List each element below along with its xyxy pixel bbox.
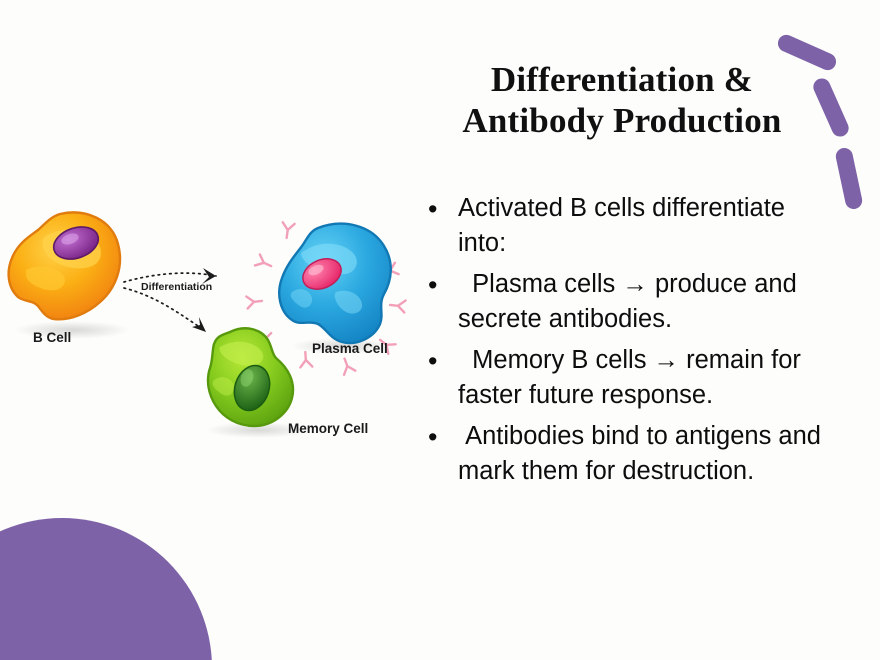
plasma-cell-shadow [291,338,395,354]
antibody-icon [245,295,264,310]
antibody-icon [342,357,357,376]
plasma-cell-label: Plasma Cell [312,341,388,356]
list-item: • Activated B cells differentiate into: [428,191,840,261]
arrowhead-plasma-icon [202,268,216,284]
illustration-svg [7,211,407,438]
bullet-marker-icon: • [428,422,438,452]
bullet-marker-icon: • [428,194,438,224]
bullet-text: Activated B cells differentiate into: [458,194,793,257]
bullet-text: Memory B cells → remain for faster futur… [458,346,809,409]
plasma-cell-graphic [278,222,392,345]
memory-cell-label: Memory Cell [288,421,369,436]
decorative-circle [0,518,212,660]
slide-title-line-1: Differentiation & [490,60,754,99]
cell-differentiation-illustration [0,196,420,464]
bullet-text: Plasma cells → produce and secrete antib… [458,270,804,333]
antibody-icon [281,221,296,240]
differentiation-label: Differentiation [141,281,213,293]
b-cell-nucleus [52,226,100,260]
arrow-path-to-plasma [123,272,217,283]
antibody-icon [378,338,397,356]
memory-cell-graphic [206,327,295,428]
slide-title: Differentiation & Antibody Production [412,60,832,142]
b-cell-graphic [7,211,122,321]
b-cell-label: B Cell [33,330,72,345]
bullet-text: Antibodies bind to antigens and mark the… [458,422,829,485]
bullet-list: • Activated B cells differentiate into: … [428,191,840,495]
bullet-marker-icon: • [428,346,438,376]
b-cell-shadow [14,321,130,339]
arrow-path-to-memory [123,287,205,331]
differentiation-arrows [123,272,217,331]
plasma-cell-nucleus [302,258,342,290]
slide-title-line-2: Antibody Production [462,100,782,140]
list-item: • Memory B cells → remain for faster fut… [428,343,840,413]
bullet-marker-icon: • [428,270,438,300]
antibody-icon [299,350,314,369]
antibody-icon [388,299,407,314]
list-item: • Antibodies bind to antigens and mark t… [428,419,840,489]
antibody-icon [253,253,273,268]
list-item: • Plasma cells → produce and secrete ant… [428,267,840,337]
arrowhead-memory-icon [192,317,206,332]
memory-cell-shadow [206,422,310,438]
